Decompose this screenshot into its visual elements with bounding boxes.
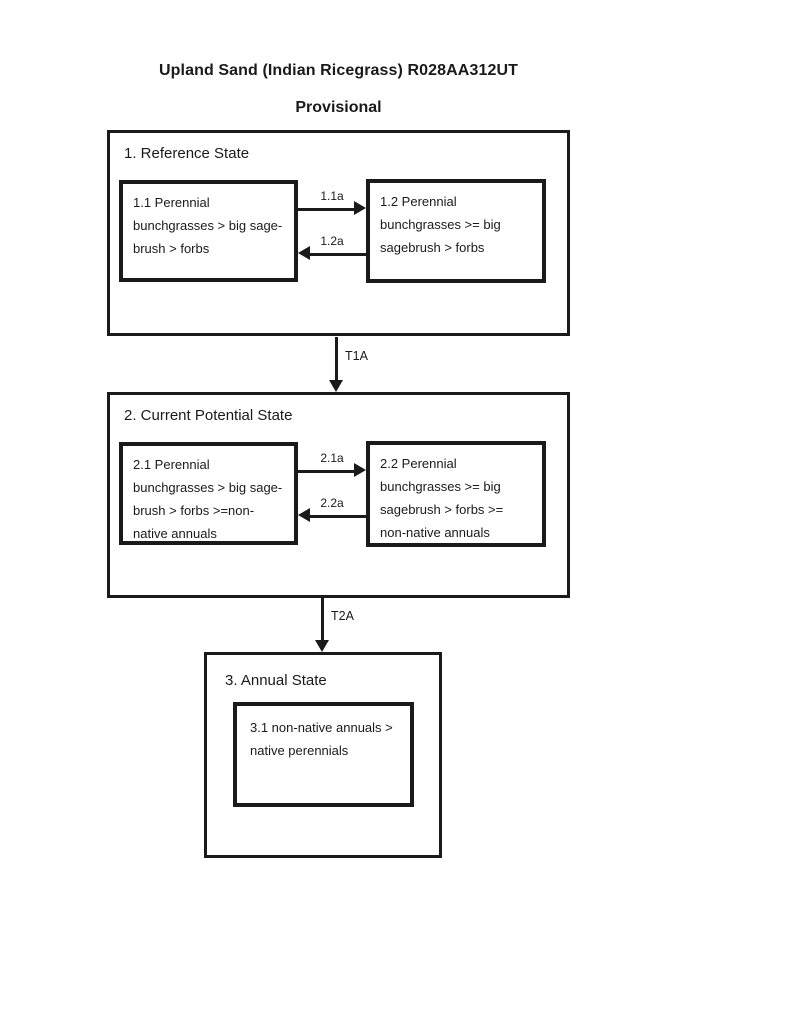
- arrow-line: [335, 337, 338, 381]
- community-box-2-1: 2.1 Perennial bunchgrasses > big sage- b…: [119, 442, 298, 545]
- transition-label-t1a: T1A: [345, 349, 368, 363]
- state-box-annual: 3. Annual State 3.1 non-native annuals >…: [204, 652, 442, 858]
- community-text: 2.2 Perennial bunchgrasses >= big sagebr…: [380, 456, 504, 540]
- state-box-current-potential: 2. Current Potential State 2.1 Perennial…: [107, 392, 570, 598]
- arrow-line: [310, 515, 366, 518]
- community-text: 3.1 non-native annuals > native perennia…: [250, 720, 393, 758]
- arrow-line: [310, 253, 366, 256]
- community-text: 1.2 Perennial bunchgrasses >= big sagebr…: [380, 194, 501, 255]
- arrowhead-down-icon: [315, 640, 329, 652]
- arrow-line: [298, 470, 354, 473]
- community-box-1-2: 1.2 Perennial bunchgrasses >= big sagebr…: [366, 179, 546, 283]
- state-label: 3. Annual State: [225, 672, 327, 689]
- community-box-3-1: 3.1 non-native annuals > native perennia…: [233, 702, 414, 807]
- community-box-2-2: 2.2 Perennial bunchgrasses >= big sagebr…: [366, 441, 546, 547]
- diagram-title: Upland Sand (Indian Ricegrass) R028AA312…: [159, 62, 518, 79]
- arrowhead-down-icon: [329, 380, 343, 392]
- pathway-label-1-1a: 1.1a: [320, 189, 344, 203]
- arrowhead-right-icon: [354, 201, 366, 215]
- diagram-subtitle: Provisional: [295, 99, 382, 116]
- arrow-line: [321, 598, 324, 641]
- arrowhead-left-icon: [298, 508, 310, 522]
- community-text: 2.1 Perennial bunchgrasses > big sage- b…: [133, 457, 283, 541]
- transition-label-t2a: T2A: [331, 609, 354, 623]
- pathway-label-2-2a: 2.2a: [320, 496, 344, 510]
- pathway-label-2-1a: 2.1a: [320, 451, 344, 465]
- community-text: 1.1 Perennial bunchgrasses > big sage- b…: [133, 195, 283, 256]
- arrow-line: [298, 208, 354, 211]
- arrowhead-right-icon: [354, 463, 366, 477]
- state-box-reference: 1. Reference State 1.1 Perennial bunchgr…: [107, 130, 570, 336]
- arrowhead-left-icon: [298, 246, 310, 260]
- community-box-1-1: 1.1 Perennial bunchgrasses > big sage- b…: [119, 180, 298, 282]
- state-label: 1. Reference State: [124, 145, 250, 162]
- pathway-label-1-2a: 1.2a: [320, 234, 344, 248]
- state-label: 2. Current Potential State: [124, 407, 293, 424]
